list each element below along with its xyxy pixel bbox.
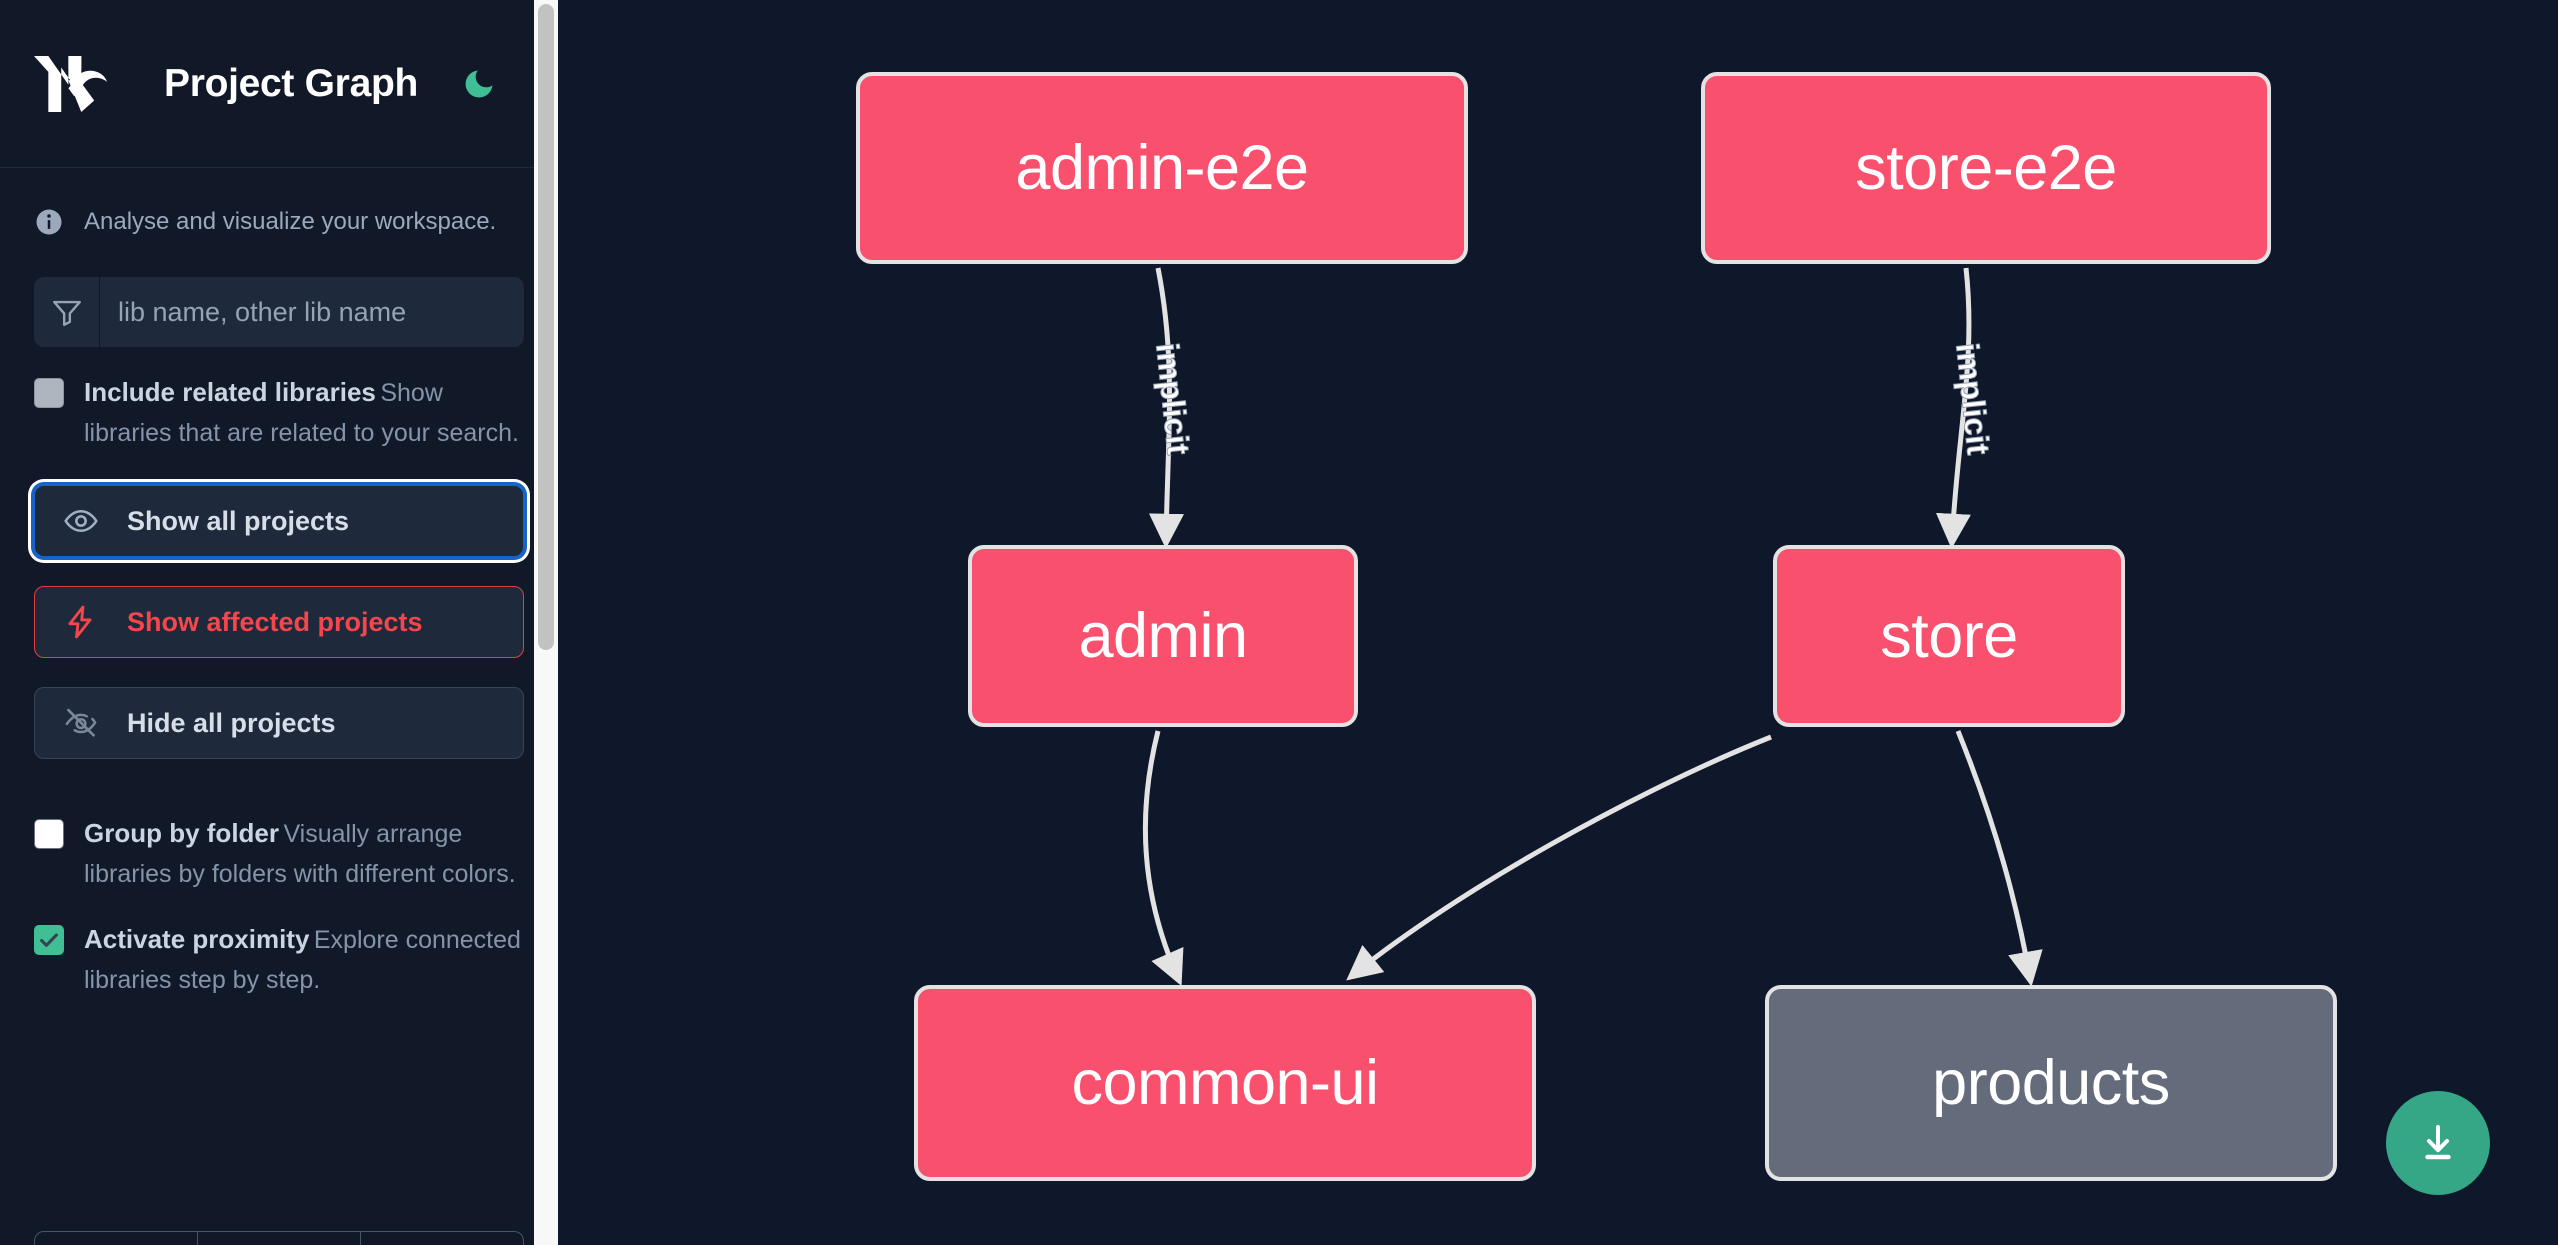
node-label: store xyxy=(1880,600,2018,671)
sidebar: Project Graph Analyse and visualize your… xyxy=(0,0,558,1245)
activate-proximity-checkbox[interactable] xyxy=(34,925,64,955)
show-affected-projects-button[interactable]: Show affected projects xyxy=(34,586,524,658)
search-input[interactable] xyxy=(100,277,524,347)
sidebar-scrollbar[interactable] xyxy=(534,0,558,1245)
segment-1[interactable] xyxy=(35,1232,198,1245)
nx-logo xyxy=(34,53,120,115)
include-related-libraries-checkbox[interactable] xyxy=(34,378,64,408)
moon-icon[interactable] xyxy=(456,61,502,107)
node-label: admin-e2e xyxy=(1015,132,1309,203)
hide-all-projects-label: Hide all projects xyxy=(127,707,336,738)
filter-icon xyxy=(34,277,100,347)
edge-label-implicit-store: implicit xyxy=(1949,341,1997,457)
show-all-projects-label: Show all projects xyxy=(127,505,350,536)
option-description: Visually arrange libraries by folders wi… xyxy=(84,820,516,888)
option-group-by-folder[interactable]: Group by folder Visually arrange librari… xyxy=(0,788,558,894)
info-icon xyxy=(34,207,64,237)
node-label: products xyxy=(1932,1047,2170,1118)
option-include-related-libraries[interactable]: Include related libraries Show libraries… xyxy=(0,347,558,453)
node-label: store-e2e xyxy=(1855,132,2117,203)
graph-node-admin-e2e[interactable]: admin-e2e xyxy=(856,72,1468,264)
option-label: Include related libraries xyxy=(84,377,376,407)
edge-label-implicit-admin: implicit xyxy=(1149,341,1197,457)
lightning-icon xyxy=(61,602,101,642)
download-icon xyxy=(2425,1125,2451,1160)
hide-all-projects-button[interactable]: Hide all projects xyxy=(34,687,524,759)
graph-canvas[interactable]: implicit implicit admin-e2e store-e2e ad… xyxy=(558,0,2558,1245)
eye-off-icon xyxy=(61,703,101,743)
node-label: admin xyxy=(1078,600,1248,671)
eye-icon xyxy=(61,501,101,541)
tagline-text: Analyse and visualize your workspace. xyxy=(84,207,497,235)
option-description: Show libraries that are related to your … xyxy=(84,379,519,447)
node-label: common-ui xyxy=(1071,1047,1379,1118)
graph-node-common-ui[interactable]: common-ui xyxy=(914,985,1536,1181)
graph-node-store-e2e[interactable]: store-e2e xyxy=(1701,72,2271,264)
visibility-buttons: Show all projects Show affected projects xyxy=(0,453,558,759)
sidebar-header: Project Graph xyxy=(0,0,558,168)
option-activate-proximity[interactable]: Activate proximity Explore connected lib… xyxy=(0,894,558,1000)
graph-node-store[interactable]: store xyxy=(1773,545,2125,727)
segment-2[interactable] xyxy=(198,1232,361,1245)
show-all-projects-button[interactable]: Show all projects xyxy=(34,485,524,557)
download-button[interactable] xyxy=(2386,1091,2490,1195)
layout-segmented-control[interactable] xyxy=(34,1231,524,1245)
graph-node-products[interactable]: products xyxy=(1765,985,2337,1181)
option-label: Group by folder xyxy=(84,818,279,848)
group-by-folder-checkbox[interactable] xyxy=(34,819,64,849)
graph-node-admin[interactable]: admin xyxy=(968,545,1358,727)
option-label: Activate proximity xyxy=(84,924,310,954)
segment-3[interactable] xyxy=(361,1232,523,1245)
show-affected-projects-label: Show affected projects xyxy=(127,606,423,637)
page-title: Project Graph xyxy=(164,61,418,105)
tagline: Analyse and visualize your workspace. xyxy=(0,168,558,242)
option-description: Explore connected libraries step by step… xyxy=(84,926,521,994)
graph-edges: implicit implicit xyxy=(1142,267,2043,987)
search-bar[interactable] xyxy=(34,277,524,347)
sidebar-scrollbar-thumb[interactable] xyxy=(538,4,554,650)
